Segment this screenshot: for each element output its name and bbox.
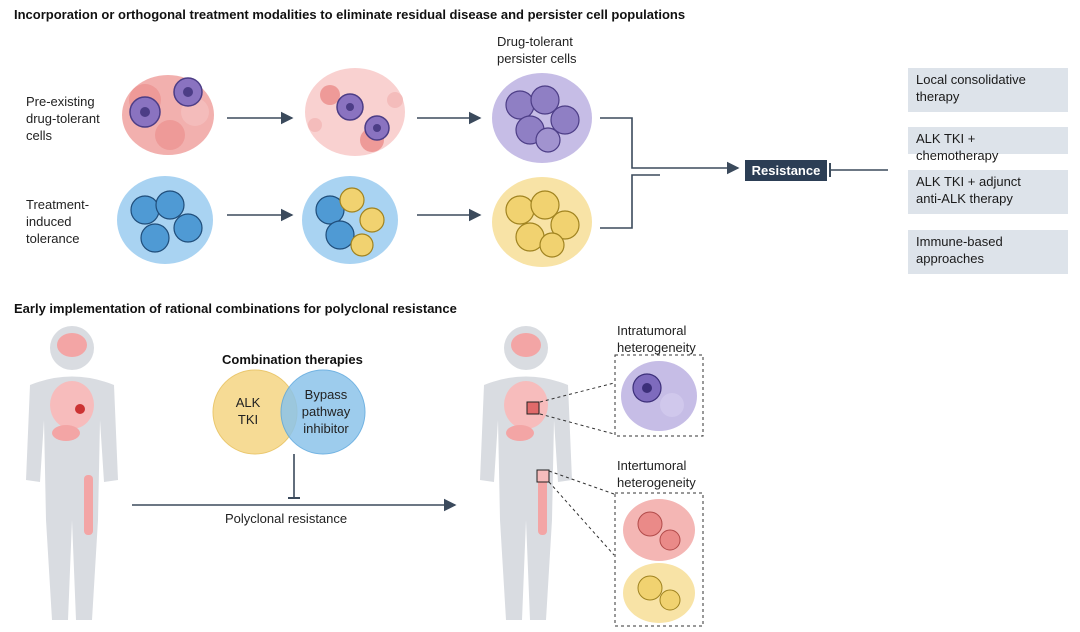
persister-yellow-cluster	[492, 177, 592, 267]
persister-label: Drug-tolerant persister cells	[497, 34, 577, 66]
treatment-alk-adjunct: ALK TKI + adjunct anti-ALK therapy	[908, 170, 1068, 214]
body-silhouette-right	[480, 326, 572, 620]
treatment-immune-based: Immune-based approaches	[908, 230, 1068, 274]
polyclonal-resistance-label: Polyclonal resistance	[225, 511, 348, 526]
callout-line-a	[539, 382, 615, 403]
alk-tki-label: ALK TKI	[235, 395, 261, 427]
treatment-induced-blue-cluster	[117, 176, 213, 264]
row2-label: Treatment- induced tolerance	[26, 197, 90, 246]
combination-title: Combination therapies	[222, 352, 363, 367]
intertumoral-yellow-cluster	[623, 563, 695, 623]
persister-purple-cluster	[492, 73, 592, 163]
treatment-local-consolidative: Local consolidative therapy	[908, 68, 1068, 112]
intertumoral-label: Intertumoral heterogeneity	[617, 458, 696, 490]
mixed-blue-yellow-cluster	[302, 176, 398, 264]
resistance-box: Resistance	[745, 160, 827, 181]
callout-line-b	[539, 413, 615, 435]
treatment-alk-chemo: ALK TKI + chemotherapy	[908, 127, 1068, 163]
intertumoral-box	[614, 492, 704, 627]
bottom-section-title: Early implementation of rational combina…	[14, 301, 457, 316]
bypass-inhibitor-circle	[280, 369, 366, 455]
row1-label: Pre-existing drug-tolerant cells	[26, 94, 100, 143]
intertumoral-pink-cluster	[623, 499, 695, 561]
intratumoral-label: Intratumoral heterogeneity	[617, 323, 696, 355]
top-section-title: Incorporation or orthogonal treatment mo…	[14, 7, 686, 22]
body-silhouette-left	[26, 326, 118, 620]
pre-existing-cell-cluster	[122, 75, 214, 155]
merge-connector-bottom	[600, 174, 660, 229]
callout-line-d	[548, 481, 615, 556]
intratumoral-cluster	[621, 361, 697, 431]
merge-connector-top	[600, 117, 740, 175]
bypass-inhibitor-label: Bypass pathway inhibitor	[301, 387, 351, 436]
treated-cell-cluster	[305, 68, 405, 156]
intratumoral-box	[614, 354, 704, 437]
